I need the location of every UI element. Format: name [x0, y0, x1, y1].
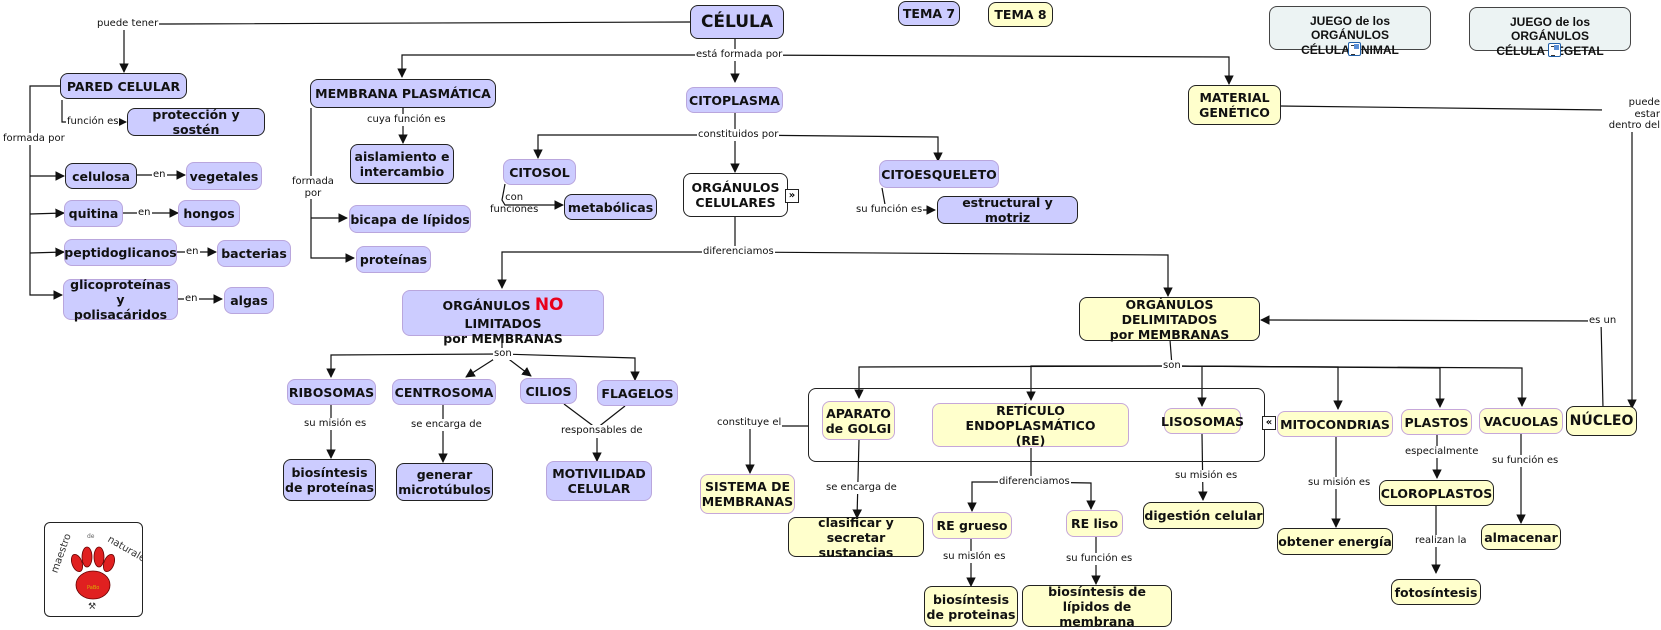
maestro-de-naturales-logo: maestro naturales de PaBo ⚒: [44, 522, 152, 617]
link-se-encarga-de-golgi: se encarga de: [825, 482, 898, 494]
link-son: son: [493, 348, 513, 360]
link-en: en: [184, 293, 199, 305]
concept-vegetales[interactable]: vegetales: [186, 162, 262, 190]
document-link-icon[interactable]: [1348, 42, 1361, 56]
svg-text:⚒: ⚒: [88, 602, 96, 612]
link-esta-formada-por: está formada por: [695, 49, 784, 61]
concept-biosintesis-proteinas-re[interactable]: biosíntesis de proteinas: [924, 586, 1018, 627]
link-con-funciones: con funciones: [490, 192, 539, 215]
no-limitados-label-pre: ORGÁNULOS: [442, 298, 535, 314]
concept-biosintesis-lipidos[interactable]: biosíntesis de lípidos de membrana: [1022, 584, 1172, 629]
concept-citoesqueleto[interactable]: CITOESQUELETO: [879, 160, 999, 188]
concept-reticulo-endoplasmatico[interactable]: RETÍCULO ENDOPLASMÁTICO (RE): [932, 403, 1129, 448]
link-diferenciamos-re: diferenciamos: [998, 476, 1071, 488]
concept-clasificar-secretar[interactable]: clasificar y secretar sustancias: [788, 515, 924, 560]
link-constituidos-por: constituidos por: [697, 129, 780, 141]
link-formada-por: formada por: [2, 133, 66, 145]
concept-metabolicas[interactable]: metabólicas: [564, 194, 657, 220]
link-puede-estar-dentro-del: puede estar dentro del: [1602, 97, 1661, 132]
link-su-funcion-vacuolas: su función es: [1491, 455, 1560, 467]
game-celula-animal-label: JUEGO de los ORGÁNULOS CÉLULA ANIMAL: [1301, 14, 1399, 57]
link-puede-tener: puede tener: [96, 18, 160, 30]
concept-quitina[interactable]: quitina: [64, 200, 123, 227]
concept-generar-microtubulos[interactable]: generar microtúbulos: [396, 463, 493, 501]
concept-hongos[interactable]: hongos: [178, 200, 240, 227]
document-link-icon[interactable]: [1548, 43, 1561, 57]
concept-lisosomas[interactable]: LISOSOMAS: [1161, 408, 1244, 434]
expand-icon[interactable]: »: [785, 189, 799, 203]
svg-text:de: de: [87, 533, 95, 540]
link-en: en: [152, 169, 167, 181]
link-es-un: es un: [1588, 315, 1618, 327]
link-diferenciamos: diferenciamos: [702, 246, 775, 258]
concept-citoplasma[interactable]: CITOPLASMA: [686, 87, 783, 113]
topic-tema-8[interactable]: TEMA 8: [988, 2, 1053, 27]
concept-proteccion-sosten[interactable]: protección y sostén: [127, 107, 265, 137]
link-en: en: [137, 207, 152, 219]
link-su-funcion-re-liso: su función es: [1065, 553, 1134, 565]
concept-proteinas[interactable]: proteínas: [356, 246, 431, 273]
link-funcion-es: función es: [66, 116, 120, 128]
concept-cloroplastos[interactable]: CLOROPLASTOS: [1379, 480, 1494, 506]
link-su-mision-re-grueso: su misIón es: [942, 551, 1007, 563]
topic-tema-7[interactable]: TEMA 7: [898, 1, 960, 26]
concept-peptidoglicanos[interactable]: peptidoglicanos: [64, 239, 177, 266]
collapse-icon[interactable]: «: [1262, 416, 1276, 430]
concept-pared-celular[interactable]: PARED CELULAR: [60, 73, 187, 99]
link-en: en: [185, 246, 200, 258]
concept-plastos[interactable]: PLASTOS: [1401, 409, 1472, 435]
concept-centrosoma[interactable]: CENTROSOMA: [392, 379, 496, 405]
svg-text:PaBo: PaBo: [87, 585, 99, 591]
concept-digestion-celular[interactable]: digestión celular: [1143, 502, 1264, 529]
link-realizan-la: realizan la: [1414, 535, 1468, 547]
concept-almacenar[interactable]: almacenar: [1481, 524, 1561, 550]
concept-bicapa-lipidos[interactable]: bicapa de lípidos: [349, 205, 471, 233]
concept-celulosa[interactable]: celulosa: [65, 163, 137, 189]
link-su-mision-es: su misión es: [303, 418, 368, 430]
link-cuya-funcion-es: cuya función es: [366, 114, 447, 126]
paw-logo-icon: maestro naturales de PaBo ⚒: [49, 532, 151, 612]
concept-aislamiento[interactable]: aislamiento e intercambio: [350, 144, 454, 184]
concept-obtener-energia[interactable]: obtener energía: [1277, 528, 1393, 555]
concept-organulos-no-limitados[interactable]: ORGÁNULOS NO LIMITADOS por MEMBRANAS: [402, 290, 604, 346]
concept-nucleo[interactable]: NÚCLEO: [1566, 406, 1637, 436]
link-formada-por-membrana: formada por: [291, 176, 335, 199]
concept-celula[interactable]: CÉLULA: [690, 5, 784, 39]
concept-flagelos[interactable]: FLAGELOS: [597, 380, 678, 406]
link-se-encarga-de: se encarga de: [410, 419, 483, 431]
concept-biosintesis-proteinas[interactable]: biosíntesis de proteínas: [283, 459, 376, 501]
link-constituye-el: constituye el: [716, 417, 783, 429]
concept-estructural-motriz[interactable]: estructural y motriz: [937, 195, 1078, 225]
svg-text:maestro: maestro: [49, 532, 73, 574]
concept-ribosomas[interactable]: RIBOSOMAS: [287, 379, 376, 405]
concept-sistema-membranas[interactable]: SISTEMA DE MEMBRANAS: [700, 474, 795, 514]
concept-material-genetico[interactable]: MATERIAL GENÉTICO: [1188, 85, 1281, 125]
concept-aparato-golgi[interactable]: APARATO de GOLGI: [822, 401, 895, 440]
concept-re-liso[interactable]: RE liso: [1066, 510, 1123, 537]
concept-fotosintesis[interactable]: fotosíntesis: [1391, 579, 1481, 605]
concept-motilidad-celular[interactable]: MOTIVILIDAD CELULAR: [546, 461, 652, 501]
link-su-funcion-es-cito: su función es: [855, 204, 924, 216]
concept-glicoproteinas[interactable]: glicoproteínas y polisacáridos: [63, 277, 178, 322]
concept-organulos-delimitados[interactable]: ORGÁNULOS DELIMITADOS por MEMBRANAS: [1079, 297, 1260, 342]
game-celula-vegetal-label: JUEGO de los ORGÁNULOS CÉLULA VEGETAL: [1496, 15, 1604, 58]
concept-organulos-celulares[interactable]: ORGÁNULOS CELULARES: [683, 173, 788, 217]
link-su-mision-lisosomas: su misión es: [1174, 470, 1239, 482]
concept-bacterias[interactable]: bacterias: [217, 240, 291, 267]
concept-mitocondrias[interactable]: MITOCONDRIAS: [1277, 411, 1393, 437]
concept-vacuolas[interactable]: VACUOLAS: [1479, 408, 1563, 434]
link-su-mision-mitocondrias: su misión es: [1307, 477, 1372, 489]
concept-cilios[interactable]: CILIOS: [520, 378, 577, 404]
link-responsables-de: responsables de: [560, 425, 644, 437]
link-especialmente: especialmente: [1404, 446, 1480, 458]
concept-algas[interactable]: algas: [224, 287, 274, 314]
no-limitados-label-post: LIMITADOS por MEMBRANAS: [443, 315, 563, 346]
concept-re-grueso[interactable]: RE grueso: [932, 512, 1012, 539]
concept-citosol[interactable]: CITOSOL: [503, 159, 576, 185]
concept-membrana-plasmatica[interactable]: MEMBRANA PLASMÁTICA: [310, 79, 496, 108]
link-son-delimitados: son: [1162, 360, 1182, 372]
no-emphasis: NO: [534, 295, 564, 316]
